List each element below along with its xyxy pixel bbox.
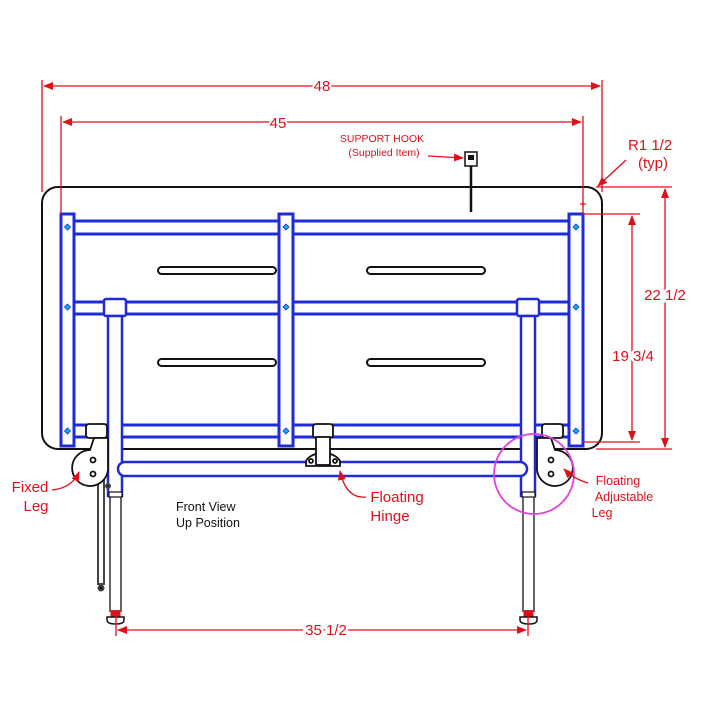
fixed-leg-label-line1: Fixed [12,479,49,496]
view-label-line2: Up Position [176,516,240,530]
slot [157,266,277,275]
leg-feet [106,491,538,625]
frame-width-label: 45 [270,115,287,132]
support-hook-label: SUPPORT HOOK [340,133,424,145]
corner-radius-label: R1 1/2 [628,137,672,154]
support-hook-note: (Supplied Item) [348,147,419,159]
fastener-icon [63,427,72,435]
hinge-bolt [332,458,338,464]
overall-width-label: 48 [314,78,331,95]
strut-pin [105,483,111,489]
frame-fasteners [63,223,580,435]
center-post [277,212,295,448]
corner-mark [580,201,586,207]
left-leg-clamp [102,297,128,318]
fixed-leg-label-line2: Leg [23,498,48,515]
leg-extensions [109,495,535,612]
frame-height-label: 19 3/4 [612,348,654,365]
radius-leader [597,159,627,187]
floating-hinge-top [312,423,334,439]
leg-assembly [102,297,541,498]
slot [366,358,486,367]
fastener-icon [63,303,72,311]
fastener-icon [282,427,290,435]
dimension-lines [41,80,672,636]
bracket-bolt [89,470,97,478]
support-frame [59,212,585,448]
right-post [567,212,585,448]
slot [157,358,277,367]
left-foot-collar [108,491,123,498]
bracket-bolt [547,456,555,464]
leg-spacing-label: 35 1/2 [305,622,347,639]
fastener-icon [572,223,580,231]
floating-adjustable-label-line2: Adjustable [595,490,653,504]
fixed-leg-bracket [71,437,109,487]
seat-slots [157,266,486,367]
support-hook [464,151,478,212]
overall-height-label: 22 1/2 [644,287,686,304]
floating-hinge-leader [337,470,367,498]
bracket-bolt [89,456,97,464]
slot [366,266,486,275]
left-leg-extension [109,495,122,612]
view-label-line1: Front View [176,500,236,514]
fastener-icon [282,303,290,311]
floating-adjustable-label-line3: Leg [592,506,613,520]
support-hook-clip-inner [468,155,474,160]
strut-bar [97,479,105,585]
fastener-icon [282,223,290,231]
fixed-leg-bracket-top [85,423,108,439]
fastener-icon [572,427,580,435]
floating-hinge-body [315,436,331,466]
floating-adjustable-leader [563,468,589,484]
strut-pin [97,584,105,592]
fastener-icon [572,303,580,311]
fastener-icon [63,223,72,231]
floating-adjustable-label-line1: Floating [596,474,641,488]
top-rail [72,219,572,236]
highlight-circle [493,433,575,515]
floating-hinge-label-line2: Hinge [370,508,409,525]
middle-rail [72,300,572,316]
corner-radius-note: (typ) [638,155,668,172]
support-hook-leader [427,153,464,162]
floating-hinge-label-line1: Floating [370,489,423,506]
right-leg-clamp [515,297,541,318]
hinge-bolt [308,458,314,464]
bracket-bolt [547,470,555,478]
left-post [59,212,76,448]
fixed-leg-leader [51,471,80,491]
right-foot-collar [521,491,536,498]
